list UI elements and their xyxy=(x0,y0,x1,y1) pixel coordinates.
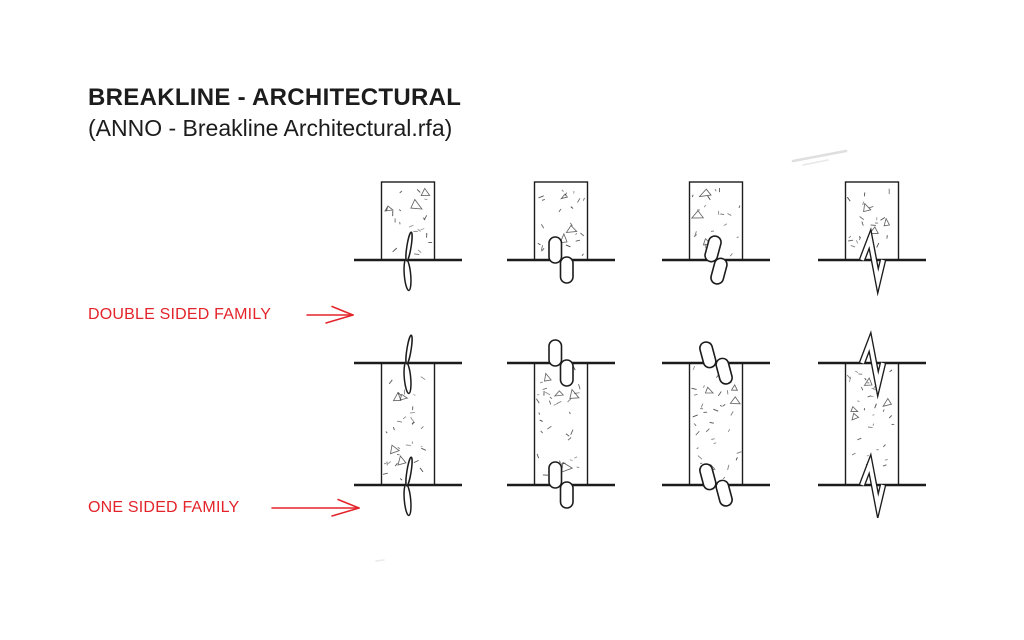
breakline-symbol-one-sided-4 xyxy=(818,330,926,518)
concrete-stipple-texture xyxy=(382,376,427,481)
arrow-icon xyxy=(306,305,354,324)
arrow-icon xyxy=(271,498,360,517)
breakline-symbol-one-sided-3 xyxy=(662,341,770,507)
label-double-sided-family: DOUBLE SIDED FAMILY xyxy=(88,306,272,323)
jag-curl xyxy=(403,231,413,292)
label-one-sided-family: ONE SIDED FAMILY xyxy=(88,499,240,516)
page-title: BREAKLINE - ARCHITECTURAL xyxy=(88,84,462,111)
jag-step xyxy=(699,341,733,385)
breakline-symbol-one-sided-1 xyxy=(354,334,462,517)
breakline-symbol-double-sided-2 xyxy=(507,181,615,284)
breakline-symbol-double-sided-3 xyxy=(662,181,770,285)
jag-step xyxy=(548,236,574,284)
breakline-symbol-double-sided-4 xyxy=(818,181,926,297)
jag-curl xyxy=(403,334,413,395)
concrete-stipple-texture xyxy=(384,187,433,256)
jag-step xyxy=(699,463,733,507)
breakline-symbol-one-sided-2 xyxy=(507,339,615,509)
jag-curl xyxy=(403,456,413,517)
jag-sharp xyxy=(858,452,887,518)
concrete-stipple-texture xyxy=(846,188,891,248)
jag-step xyxy=(704,235,728,285)
concrete-stipple-texture xyxy=(537,189,585,257)
title-block: BREAKLINE - ARCHITECTURAL (ANNO - Breakl… xyxy=(88,84,461,143)
jag-step xyxy=(548,461,574,509)
jag-sharp xyxy=(858,227,887,297)
jag-step xyxy=(548,339,574,387)
jag-sharp xyxy=(858,330,887,400)
concrete-stipple-texture xyxy=(536,366,581,476)
page-subtitle: (ANNO - Breakline Architectural.rfa) xyxy=(88,115,453,141)
breakline-symbol-double-sided-1 xyxy=(354,181,462,292)
